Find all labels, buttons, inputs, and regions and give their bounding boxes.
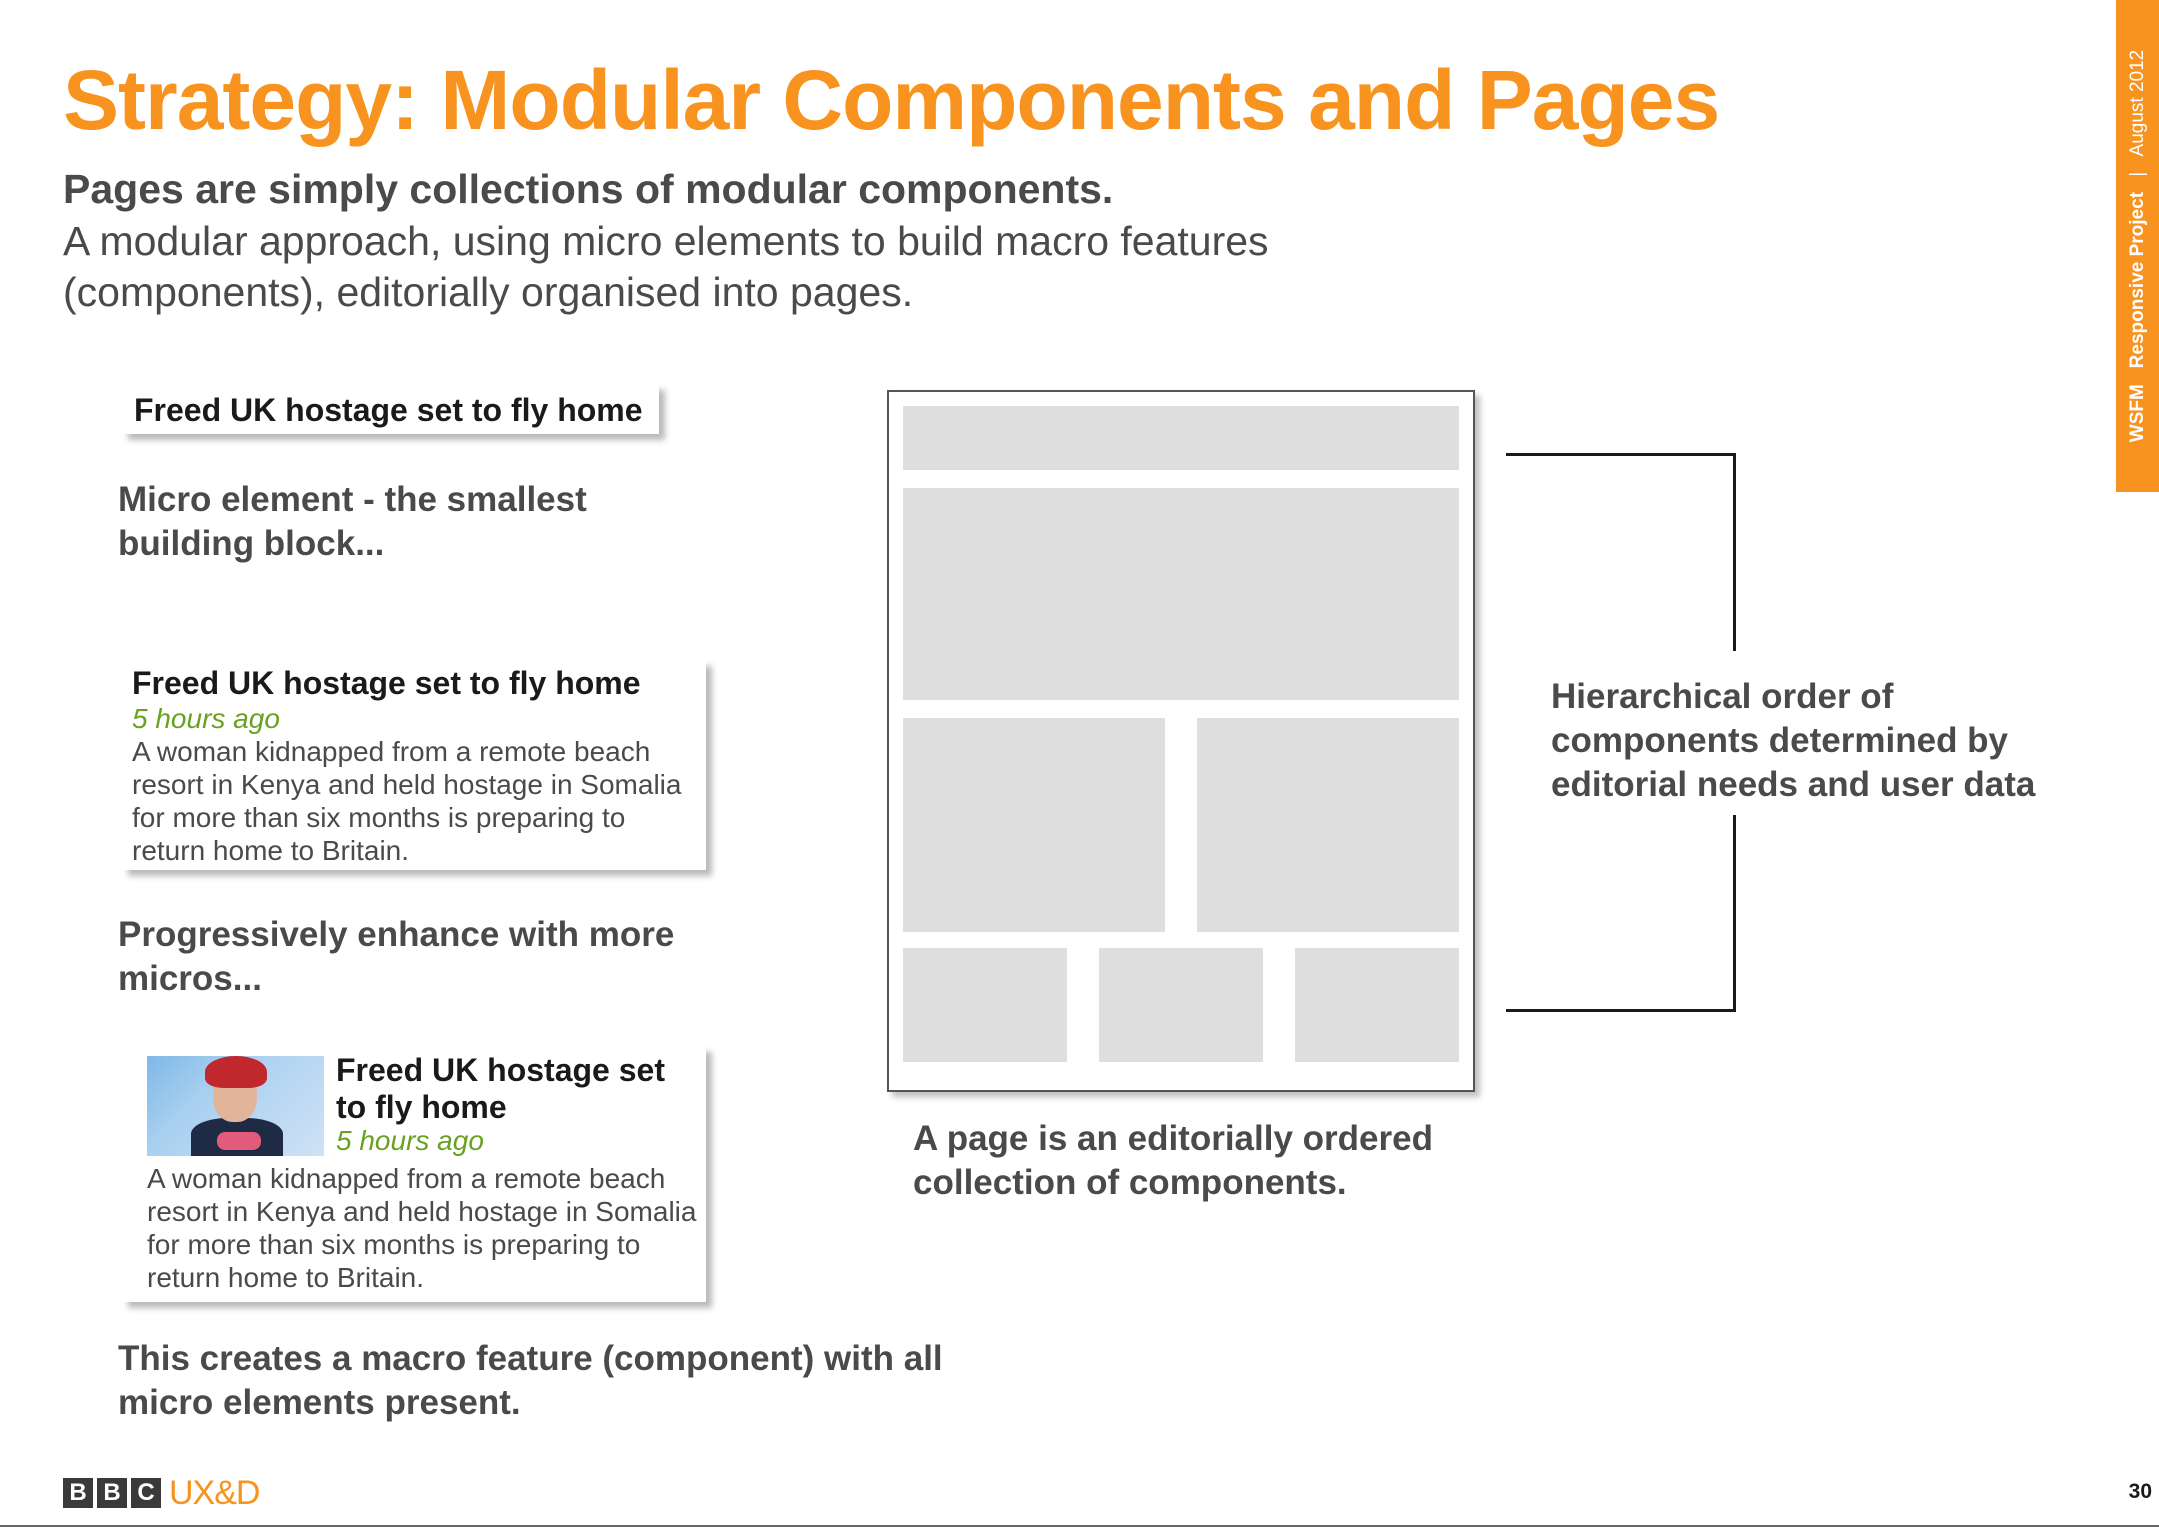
wireframe-half-block — [903, 718, 1165, 932]
logo-text: UX&D — [169, 1473, 260, 1512]
slide-title: Strategy: Modular Components and Pages — [63, 53, 1720, 147]
bbc-uxd-logo: B B C UX&D — [63, 1473, 260, 1512]
enhanced-card: Freed UK hostage set to fly home 5 hours… — [122, 660, 706, 870]
card-summary: A woman kidnapped from a remote beach re… — [132, 736, 682, 866]
caption-macro: This creates a macro feature (component)… — [118, 1339, 943, 1422]
side-tab-project: Responsive Project — [2126, 191, 2148, 369]
logo-letter: B — [63, 1478, 93, 1508]
macro-feature-card: Freed UK hostage set to fly home 5 hours… — [122, 1046, 706, 1302]
page-wireframe — [887, 390, 1475, 1092]
logo-letter: B — [97, 1478, 127, 1508]
wireframe-third-block — [903, 948, 1067, 1062]
card-summary: A woman kidnapped from a remote beach re… — [147, 1163, 697, 1293]
wireframe-hero-block — [903, 488, 1459, 700]
page-number: 30 — [2128, 1480, 2152, 1503]
side-tab-brand: WSFM — [2126, 384, 2148, 443]
bracket-upper-vertical — [1733, 453, 1736, 651]
logo-letter: C — [131, 1478, 161, 1508]
caption-hierarchy: Hierarchical order of components determi… — [1551, 677, 2036, 804]
card-headline: Freed UK hostage set to fly home — [336, 1052, 665, 1125]
card-timestamp: 5 hours ago — [132, 703, 280, 734]
footer-rule — [0, 1525, 2159, 1527]
wireframe-header-block — [903, 406, 1459, 470]
caption-micro: Micro element - the smallest building bl… — [118, 480, 587, 563]
wireframe-third-block — [1099, 948, 1263, 1062]
micro-element-card: Freed UK hostage set to fly home — [122, 384, 659, 434]
card-timestamp: 5 hours ago — [336, 1125, 484, 1156]
card-headline: Freed UK hostage set to fly home — [134, 392, 643, 428]
side-tab-text: WSFM Responsive Project | August 2012 — [2127, 50, 2149, 442]
card-headline: Freed UK hostage set to fly home — [132, 665, 641, 701]
card-thumbnail — [147, 1056, 324, 1156]
slide-subtitle: Pages are simply collections of modular … — [63, 166, 1114, 212]
side-tab: WSFM Responsive Project | August 2012 — [2116, 0, 2159, 492]
wireframe-half-block — [1197, 718, 1459, 932]
bracket-lower-vertical — [1733, 815, 1736, 1012]
side-tab-separator: | — [2126, 171, 2148, 177]
slide-intro: A modular approach, using micro elements… — [63, 218, 1269, 315]
bracket-top-line — [1506, 453, 1736, 456]
caption-enhance: Progressively enhance with more micros..… — [118, 915, 675, 998]
side-tab-date: August 2012 — [2126, 49, 2148, 157]
bracket-bottom-line — [1506, 1009, 1736, 1012]
caption-page: A page is an editorially ordered collect… — [913, 1119, 1433, 1202]
wireframe-third-block — [1295, 948, 1459, 1062]
